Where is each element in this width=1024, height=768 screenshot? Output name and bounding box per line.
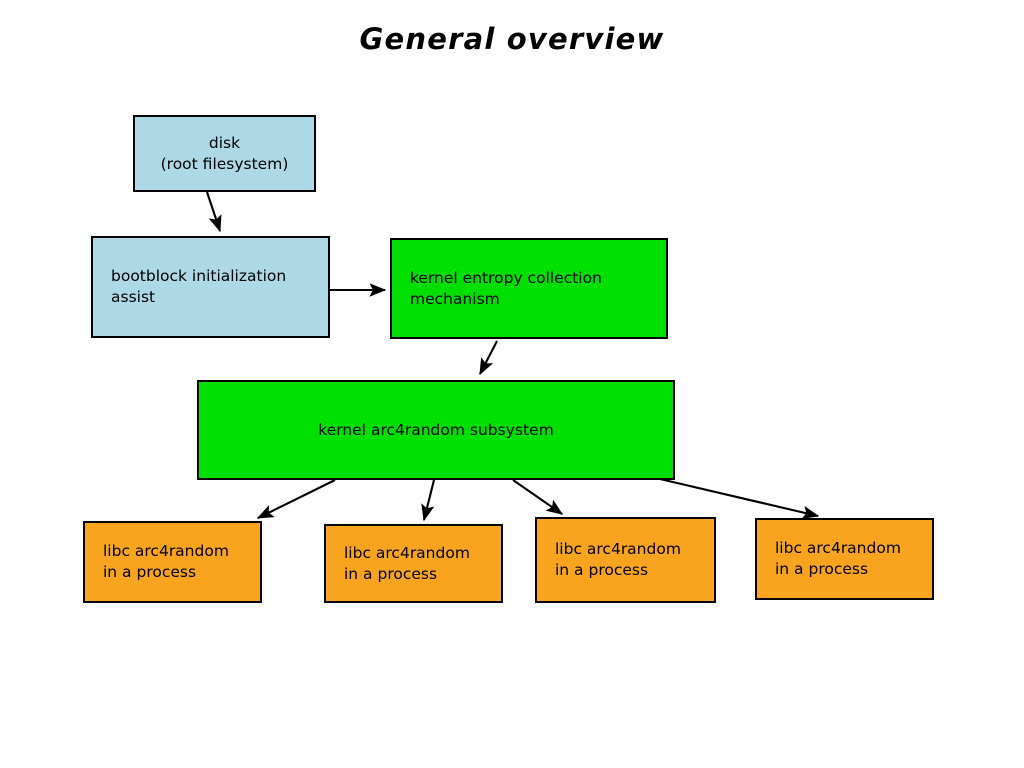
edge-entropy-to-arc4random <box>479 340 498 376</box>
node-libc3-label: libc arc4random in a process <box>555 540 681 579</box>
node-libc-arc4random-process-1[interactable]: libc arc4random in a process <box>83 521 262 603</box>
node-bootblock-label: bootblock initialization assist <box>111 267 287 306</box>
node-libc2-label: libc arc4random in a process <box>344 543 470 583</box>
node-disk-label: disk (root filesystem) <box>160 133 289 173</box>
node-entropy-label: kernel entropy collection mechanism <box>410 268 602 308</box>
node-disk[interactable]: disk (root filesystem) <box>133 115 316 192</box>
node-arc4random-label: kernel arc4random subsystem <box>318 420 554 439</box>
edge-arc4random-to-libc4 <box>659 477 820 519</box>
node-libc1-label: libc arc4random in a process <box>103 542 229 581</box>
node-libc4-label: libc arc4random in a process <box>775 539 901 578</box>
edge-arc4random-to-libc3 <box>512 479 564 515</box>
page-title: General overview <box>359 22 665 56</box>
node-libc-arc4random-process-2[interactable]: libc arc4random in a process <box>324 524 503 603</box>
edge-arc4random-to-libc1 <box>256 479 336 519</box>
node-libc-arc4random-process-3[interactable]: libc arc4random in a process <box>535 517 716 603</box>
edge-arc4random-to-libc2 <box>421 479 436 522</box>
node-kernel-entropy-collection-mechanism[interactable]: kernel entropy collection mechanism <box>390 238 668 339</box>
edge-disk-to-bootblock <box>206 191 222 233</box>
node-kernel-arc4random-subsystem[interactable]: kernel arc4random subsystem <box>197 380 675 480</box>
node-bootblock-initialization-assist[interactable]: bootblock initialization assist <box>91 236 330 338</box>
node-libc-arc4random-process-4[interactable]: libc arc4random in a process <box>755 518 934 600</box>
